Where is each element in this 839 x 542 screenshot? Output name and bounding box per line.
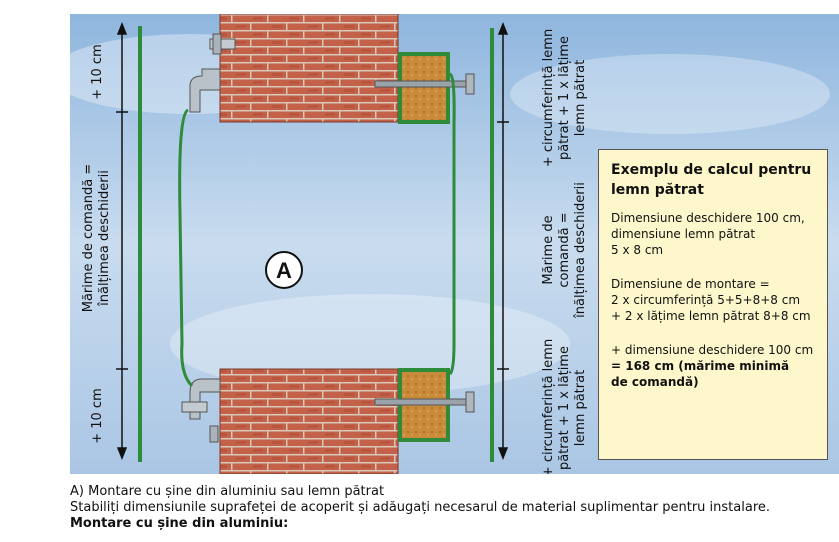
bottom-brick-wall xyxy=(219,368,399,474)
right-dim-bottom-label: + circumferință lemn pătrat + 1 x lățime… xyxy=(541,338,588,474)
right-screen-net xyxy=(448,72,456,376)
label-a-circle xyxy=(265,251,303,289)
left-screen-net xyxy=(178,108,194,388)
caption-subheading: Montare cu șine din aluminiu: xyxy=(70,516,289,531)
right-dim-main-label: Mărime de comandă = înălțimea deschideri… xyxy=(541,182,588,318)
calc-para-2: Dimensiune de montare = 2 x circumferinț… xyxy=(611,277,811,323)
caption-text: Stabiliți dimensiunile suprafeței de aco… xyxy=(70,500,771,515)
left-dim-main-label: Mărime de comandă = înălțimea deschideri… xyxy=(81,163,112,313)
label-a: A xyxy=(276,258,292,283)
right-dim-top-label: + circumferință lemn pătrat + 1 x lățime… xyxy=(541,28,588,168)
top-screw xyxy=(374,73,475,95)
calc-para-1: Dimensiune deschidere 100 cm, dimensiune… xyxy=(611,211,805,257)
left-dim-top-label: + 10 cm xyxy=(90,44,105,100)
bottom-screw xyxy=(374,391,475,413)
top-wood-batten xyxy=(398,52,450,124)
calc-title: Exemplu de calcul pentru lemn pătrat xyxy=(611,162,812,198)
left-dim-bottom-label: + 10 cm xyxy=(90,388,105,444)
left-inner-dim-line xyxy=(116,21,128,461)
installation-diagram: A + 10 cm Mărime de comandă = înălțimea … xyxy=(70,14,839,474)
calculation-example-box: Exemplu de calcul pentru lemn pătrat Dim… xyxy=(598,149,828,460)
right-inner-dim-line xyxy=(497,21,509,461)
caption: A) Montare cu șine din aluminiu sau lemn… xyxy=(70,484,835,532)
caption-heading: A) Montare cu șine din aluminiu sau lemn… xyxy=(70,484,385,499)
top-brick-wall xyxy=(219,14,399,123)
top-aluminium-rail xyxy=(189,33,236,113)
calc-para-3: + dimensiune deschidere 100 cm = 168 cm … xyxy=(611,343,814,389)
